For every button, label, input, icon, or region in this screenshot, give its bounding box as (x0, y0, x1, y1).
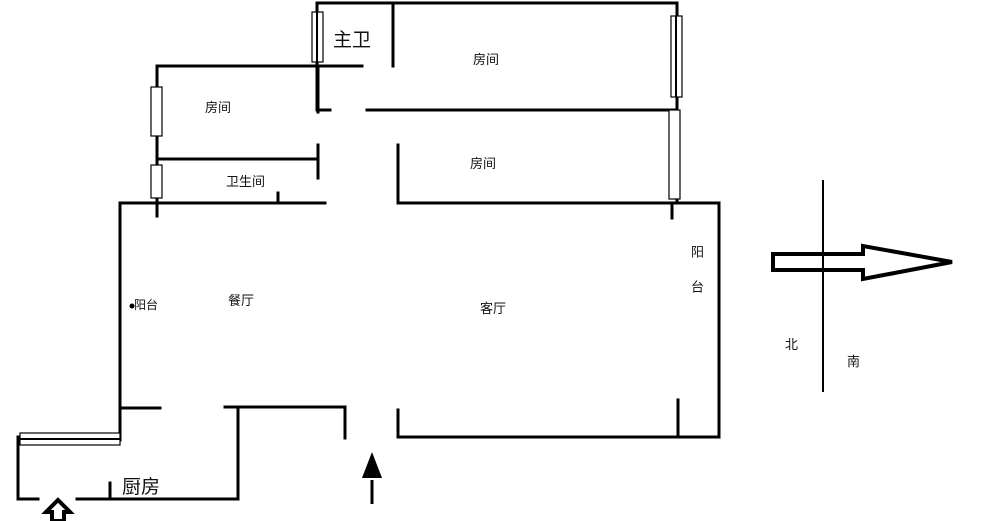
room-label-master-bath: 主卫 (333, 29, 372, 51)
room-label-bedroom-top: 房间 (473, 53, 500, 68)
room-label-dining: 餐厅 (228, 294, 255, 309)
entry-hollow-arrow-icon (41, 497, 75, 521)
room-label-bedroom-left: 房间 (205, 101, 232, 116)
main-hall-walls (118, 198, 721, 440)
room-label-bathroom: 卫生间 (226, 175, 266, 190)
room-label-balcony-left: 阳台 (134, 298, 159, 312)
left-rooms-walls (155, 64, 364, 218)
room-label-balcony-right: 阳台 (688, 245, 703, 315)
balcony-marker (129, 303, 135, 309)
entry-arrow-icon (362, 452, 382, 504)
kitchen-walls (16, 405, 240, 501)
room-label-kitchen: 厨房 (122, 476, 161, 498)
window (150, 164, 163, 199)
room-label-living: 客厅 (480, 302, 507, 317)
direction-arrow-icon (771, 180, 953, 392)
room-label-bedroom-mid: 房间 (470, 157, 497, 172)
window (668, 109, 681, 200)
window (150, 86, 163, 137)
windows (19, 11, 683, 446)
compass-south-label: 南 (847, 355, 861, 370)
compass-north-label: 北 (785, 338, 799, 353)
